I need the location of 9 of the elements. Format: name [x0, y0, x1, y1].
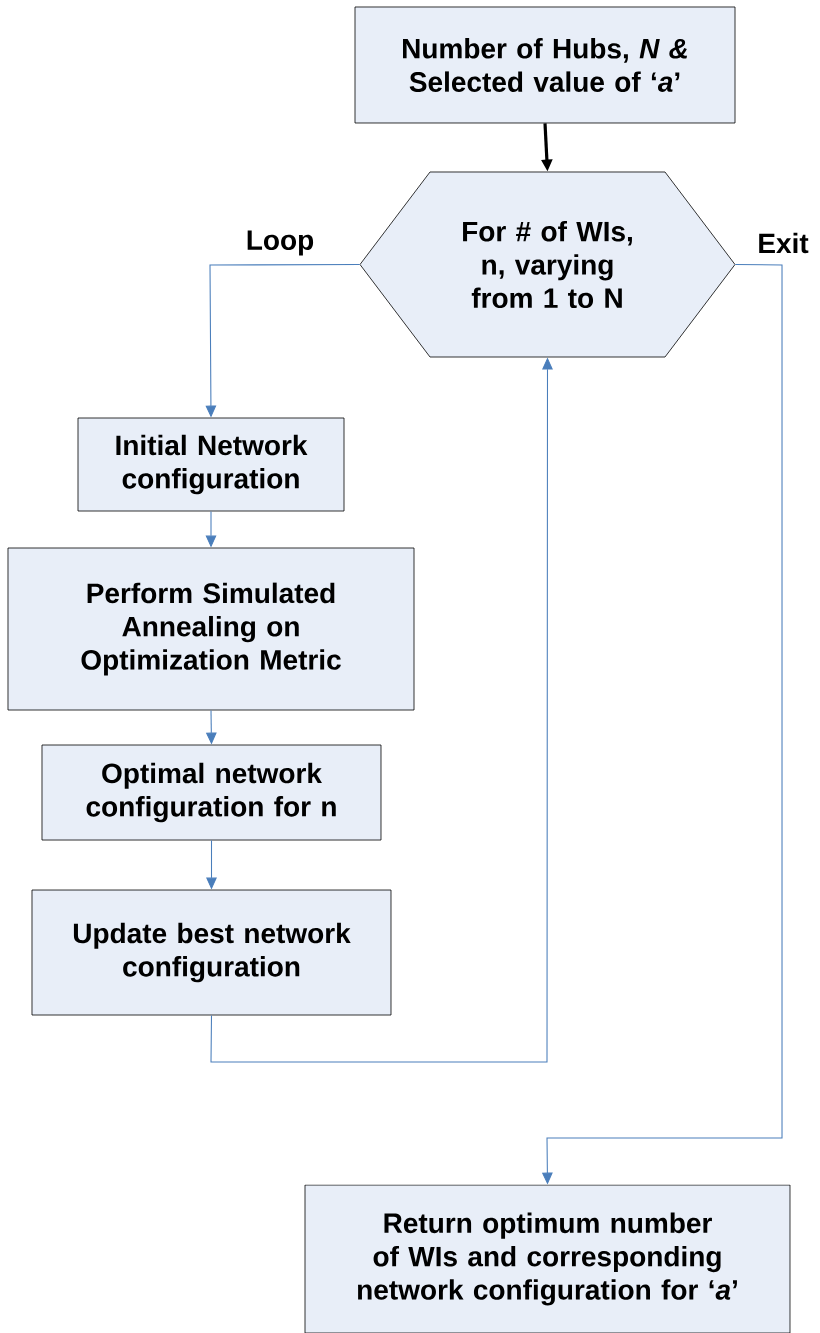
process-box: Return optimum number of WIs and corresponding network configuration for ‘a’ [304, 1184, 791, 1333]
process-box: Optimal network configuration for n [41, 744, 382, 841]
loop-hexagon: For # of WIs, n, varying from 1 to N [359, 171, 736, 358]
process-box: Update best network configuration [31, 889, 392, 1016]
process-box: Number of Hubs, N & Selected value of ‘a’ [354, 6, 736, 124]
process-box: Perform Simulated Annealing on Optimization Metric [7, 547, 415, 711]
process-box: Initial Network configuration [77, 417, 345, 512]
edge-label: Exit [756, 231, 810, 255]
edge-label: Loop [244, 229, 316, 257]
